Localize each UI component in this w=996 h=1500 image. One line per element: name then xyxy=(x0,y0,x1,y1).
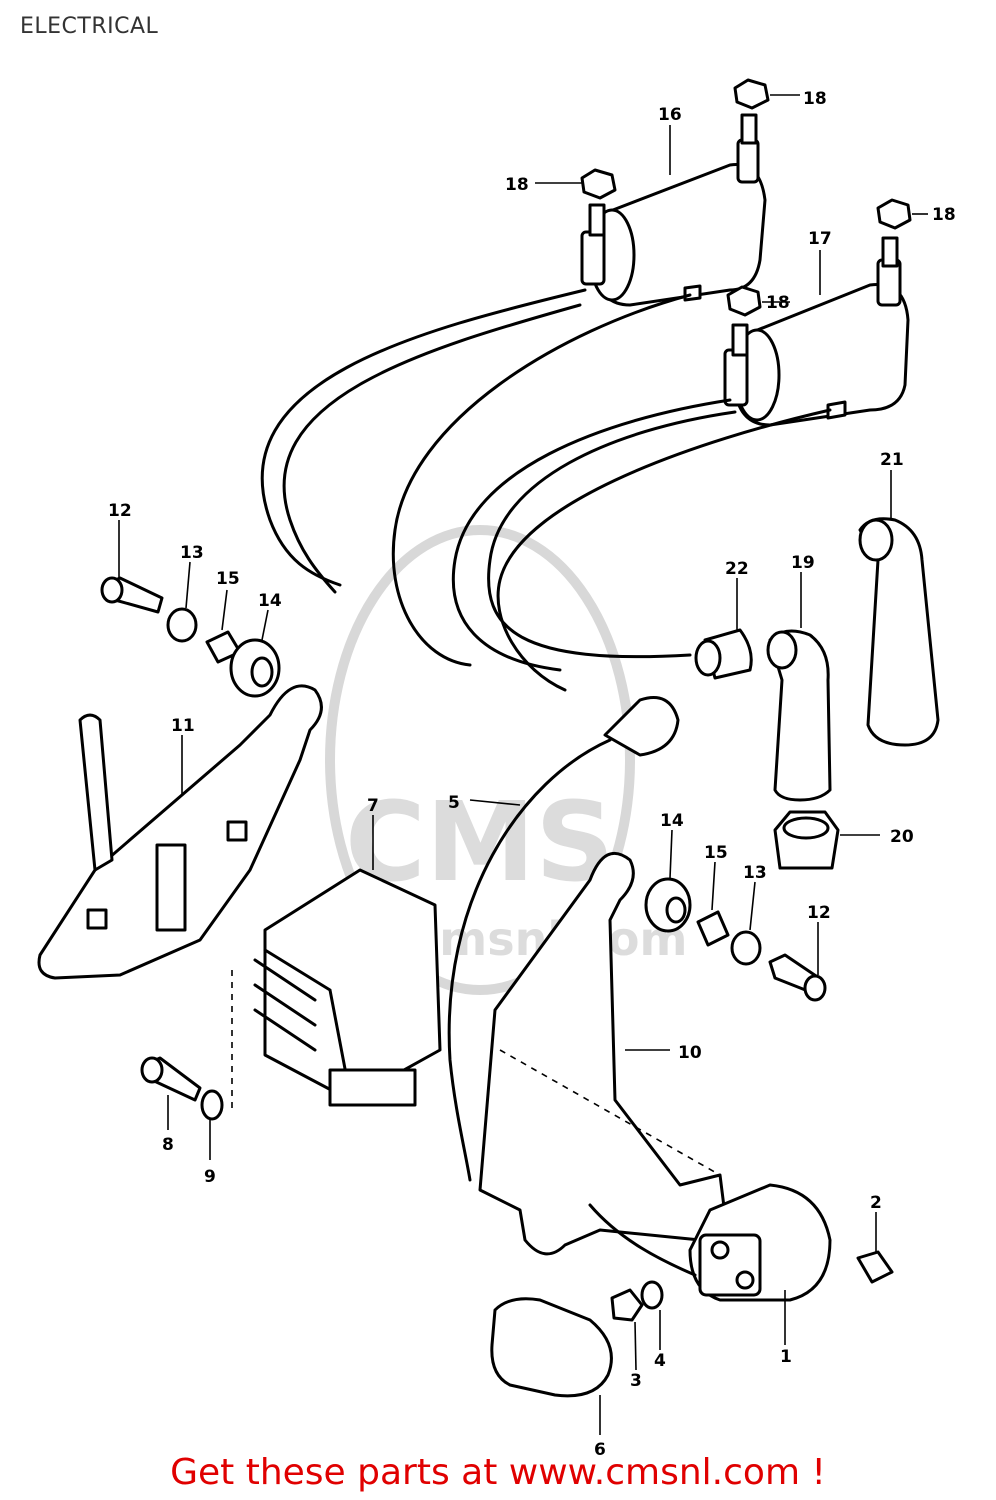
callout-18: 18 xyxy=(803,89,827,109)
washer-13-right[interactable] xyxy=(730,930,762,966)
callout-19: 19 xyxy=(791,553,815,573)
callout-14: 14 xyxy=(660,811,684,831)
callout-13: 13 xyxy=(743,863,767,883)
spacer-15-right[interactable] xyxy=(696,910,730,947)
callout-8: 8 xyxy=(162,1135,174,1155)
callout-12: 12 xyxy=(108,501,132,521)
starter-relay-1[interactable] xyxy=(588,1183,832,1302)
callout-4: 4 xyxy=(654,1351,666,1371)
footer-link-text[interactable]: Get these parts at www.cmsnl.com ! xyxy=(170,1452,826,1493)
bracket-11[interactable] xyxy=(37,684,323,980)
cushion-14-right[interactable] xyxy=(644,877,692,933)
callout-10: 10 xyxy=(678,1043,702,1063)
nut-18-a[interactable] xyxy=(733,78,770,110)
screw-8[interactable] xyxy=(140,1056,202,1102)
relay-cover-6[interactable] xyxy=(490,1297,613,1398)
nut-3[interactable] xyxy=(610,1288,644,1322)
callout-20: 20 xyxy=(890,827,914,847)
cushion-14-left[interactable] xyxy=(229,638,281,698)
callout-18: 18 xyxy=(505,175,529,195)
ignition-coil-17[interactable] xyxy=(723,236,910,427)
callout-5: 5 xyxy=(448,793,460,813)
callout-12: 12 xyxy=(807,903,831,923)
callout-15: 15 xyxy=(704,843,728,863)
washer-13-left[interactable] xyxy=(166,607,198,643)
nut-18-c[interactable] xyxy=(876,198,912,230)
nut-18-b[interactable] xyxy=(580,168,617,200)
callout-21: 21 xyxy=(880,450,904,470)
callout-11: 11 xyxy=(171,716,195,736)
callout-labels: 18 18 18 18 16 17 21 19 22 20 12 13 15 1… xyxy=(108,89,956,1460)
callout-18: 18 xyxy=(766,293,790,313)
high-tension-leads xyxy=(260,288,832,692)
callout-1: 1 xyxy=(780,1347,792,1367)
regulator-rectifier-7[interactable] xyxy=(253,868,442,1107)
diagram-title: ELECTRICAL xyxy=(20,14,159,39)
washer-9[interactable] xyxy=(200,1089,224,1121)
callout-3: 3 xyxy=(630,1371,642,1391)
callout-9: 9 xyxy=(204,1167,216,1187)
leader-lines xyxy=(118,94,928,1435)
plug-cap-21[interactable] xyxy=(858,517,940,747)
nut-18-d[interactable] xyxy=(726,285,762,317)
callout-13: 13 xyxy=(180,543,204,563)
washer-4[interactable] xyxy=(640,1280,664,1310)
bolt-12-right[interactable] xyxy=(768,953,827,1002)
callout-14: 14 xyxy=(258,591,282,611)
screw-2[interactable] xyxy=(856,1250,894,1284)
callout-6: 6 xyxy=(594,1440,606,1460)
bracket-10[interactable] xyxy=(478,851,727,1256)
callout-2: 2 xyxy=(870,1193,882,1213)
callout-7: 7 xyxy=(367,796,379,816)
ignition-coil-16[interactable] xyxy=(580,113,767,307)
callout-16: 16 xyxy=(658,105,682,125)
bolt-12-left[interactable] xyxy=(100,576,164,614)
plug-cap-19[interactable] xyxy=(766,629,832,802)
callout-15: 15 xyxy=(216,569,240,589)
callout-22: 22 xyxy=(725,559,749,579)
plug-cap-seal-22[interactable] xyxy=(694,628,753,680)
callout-18: 18 xyxy=(932,205,956,225)
lead-wire-5[interactable] xyxy=(447,696,680,1182)
plug-cap-seal-20[interactable] xyxy=(773,810,840,870)
callout-17: 17 xyxy=(808,229,832,249)
